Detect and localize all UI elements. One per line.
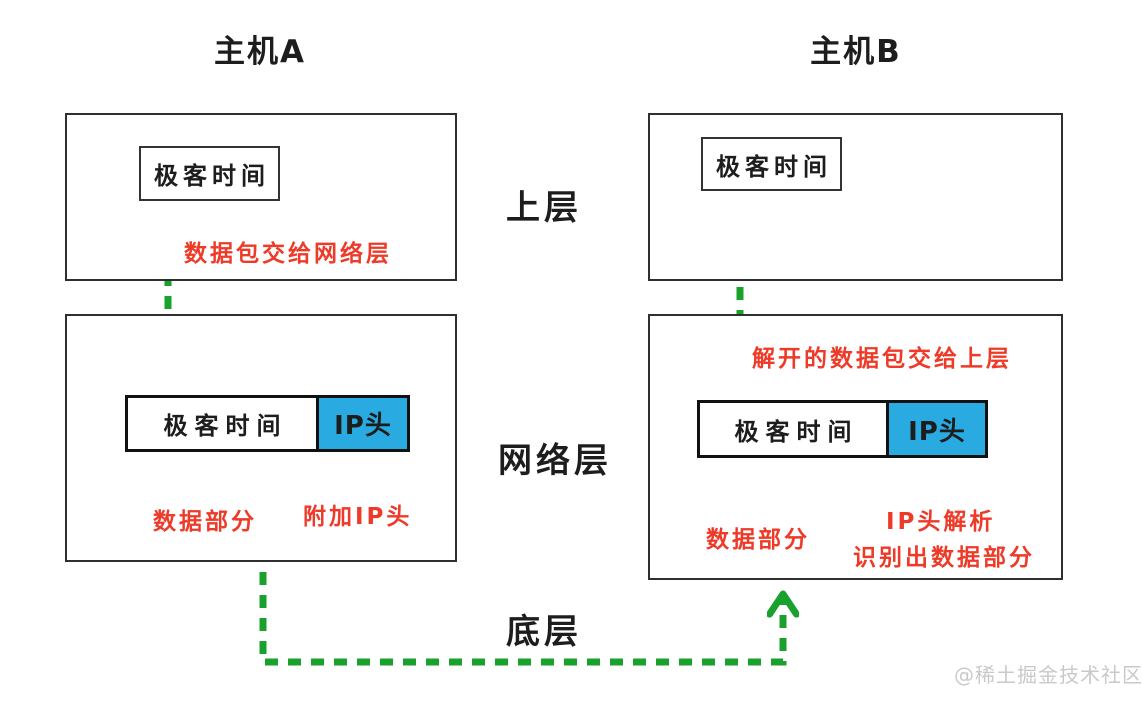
host-b-packet-data-label: 极客时间: [734, 417, 859, 446]
host-b-title: 主机B: [810, 34, 902, 70]
host-b-packet-ip-header-segment: IP头: [886, 403, 985, 455]
host-b-ip-parse-annotation-line1: IP头解析: [886, 509, 996, 535]
host-a-packet-ip-header-label: IP头: [334, 411, 392, 441]
host-b-ip-parse-annotation-line2: 识别出数据部分: [853, 545, 1035, 571]
host-b-packet-ip-header-label: IP头: [908, 416, 966, 447]
host-a-network-packet: 极客时间 IP头: [125, 395, 410, 452]
host-b-network-packet: 极客时间 IP头: [697, 400, 988, 458]
host-a-packet-data-segment: 极客时间: [128, 398, 316, 449]
host-a-upper-annotation: 数据包交给网络层: [184, 241, 392, 267]
host-a-attach-header-annotation: 附加IP头: [303, 504, 413, 530]
host-b-packet-data-segment: 极客时间: [700, 403, 886, 455]
host-b-upper-packet-label: 极客时间: [716, 152, 832, 181]
host-a-packet-data-label: 极客时间: [163, 412, 288, 440]
host-b-data-part-annotation: 数据部分: [706, 527, 810, 553]
host-b-upper-layer-box: [648, 113, 1063, 281]
host-a-upper-packet-label: 极客时间: [154, 162, 270, 190]
host-a-title: 主机A: [214, 34, 306, 70]
community-watermark: @稀土掘金技术社区: [954, 663, 1142, 687]
host-a-packet-ip-header-segment: IP头: [316, 398, 407, 449]
host-a-upper-packet-box: 极客时间: [139, 146, 280, 201]
layer-label-network: 网络层: [498, 441, 612, 481]
layer-label-bottom: 底层: [506, 612, 582, 652]
layer-label-upper: 上层: [506, 188, 582, 228]
host-b-upper-packet-box: 极客时间: [701, 137, 842, 191]
host-a-data-part-annotation: 数据部分: [153, 509, 257, 535]
host-b-unpack-annotation: 解开的数据包交给上层: [752, 346, 1012, 372]
